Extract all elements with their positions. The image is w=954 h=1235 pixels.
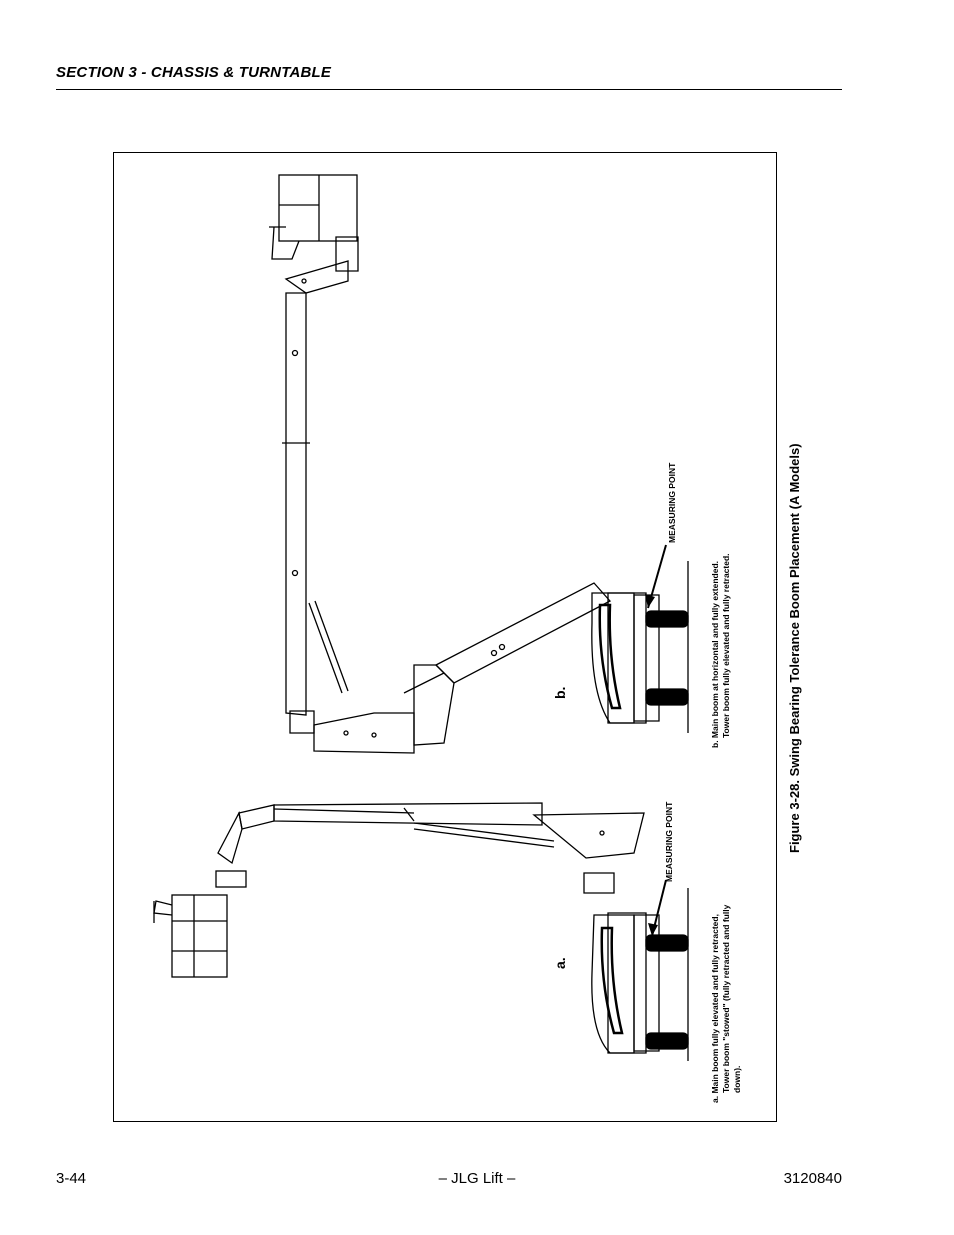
header-rule bbox=[56, 89, 842, 90]
document-number: 3120840 bbox=[783, 1170, 842, 1187]
view-a-letter: a. bbox=[552, 957, 568, 969]
view-b-note-line1: b. Main boom at horizontal and fully ext… bbox=[710, 560, 720, 748]
view-b-drawing bbox=[269, 174, 689, 754]
view-a-note-line2: Tower boom "stowed" (fully retracted and… bbox=[721, 904, 731, 1093]
view-a-note: a. Main boom fully elevated and fully re… bbox=[710, 905, 743, 1103]
footer-center-text: – JLG Lift – bbox=[438, 1170, 516, 1187]
view-a-note-line1: a. Main boom fully elevated and fully re… bbox=[710, 914, 720, 1103]
view-b-note-line2: Tower boom fully elevated and fully retr… bbox=[721, 553, 731, 738]
section-title: SECTION 3 - CHASSIS & TURNTABLE bbox=[56, 64, 332, 81]
view-b-letter: b. bbox=[552, 686, 568, 699]
page-number: 3-44 bbox=[56, 1170, 87, 1187]
figure-frame: a. MEASURING POINT b. MEASURING POINT a.… bbox=[113, 152, 802, 1122]
boom-illustration bbox=[153, 174, 689, 1061]
view-a-drawing bbox=[153, 802, 689, 1061]
view-b-measuring-point-label: MEASURING POINT bbox=[667, 462, 677, 543]
view-b-note: b. Main boom at horizontal and fully ext… bbox=[710, 553, 732, 748]
view-a-note-line3: down). bbox=[732, 1065, 742, 1093]
view-a-measuring-point-label: MEASURING POINT bbox=[664, 801, 674, 882]
figure-caption: Figure 3-28. Swing Bearing Tolerance Boo… bbox=[787, 443, 802, 853]
